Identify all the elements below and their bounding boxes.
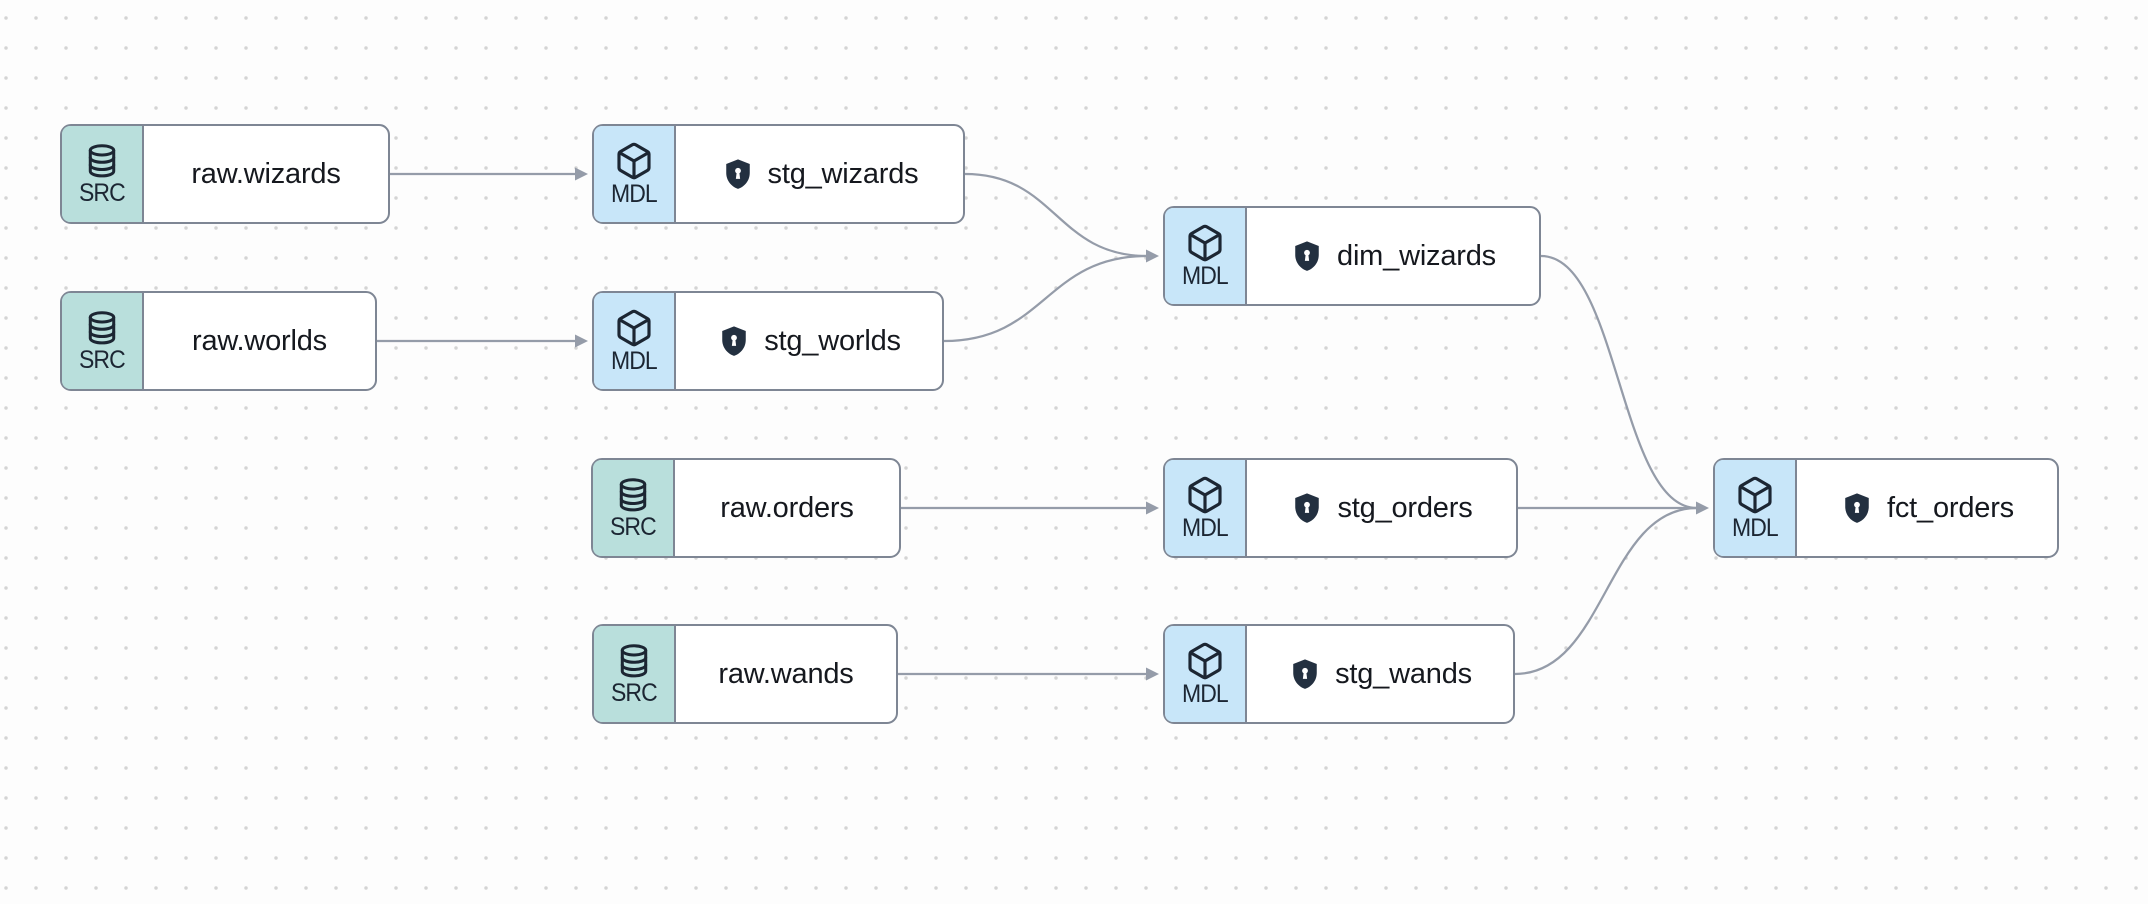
shield-lock-icon [1290, 239, 1324, 273]
node-type-label: SRC [79, 178, 126, 207]
cube-icon [1735, 475, 1775, 515]
edge-stg-worlds-to-dim-wizards [942, 254, 1149, 343]
edge-arrowhead [1146, 667, 1159, 681]
node-type-badge: SRC [593, 460, 675, 556]
node-type-label: MDL [611, 179, 658, 208]
edge-stg-wands-to-fct-orders [1513, 506, 1699, 676]
edge-arrowhead [575, 334, 588, 348]
node-type-label: SRC [610, 512, 657, 541]
node-type-badge: MDL [1715, 460, 1797, 556]
lineage-node-raw-wands[interactable]: SRC raw.wands [592, 624, 898, 724]
node-label: stg_orders [1337, 491, 1473, 524]
database-icon [83, 142, 121, 180]
node-type-label: MDL [1732, 513, 1779, 542]
node-label: fct_orders [1887, 491, 2014, 524]
edge-arrowhead [1696, 501, 1709, 515]
lineage-node-raw-wizards[interactable]: SRC raw.wizards [60, 124, 390, 224]
node-body: stg_wands [1247, 626, 1513, 722]
node-label: stg_worlds [764, 324, 901, 357]
node-body: raw.wands [676, 626, 896, 722]
node-type-badge: SRC [594, 626, 676, 722]
cube-icon [614, 308, 654, 348]
shield-lock-icon [1288, 657, 1322, 691]
cube-icon [1185, 223, 1225, 263]
node-label: dim_wizards [1337, 239, 1496, 272]
node-type-label: MDL [1182, 261, 1229, 290]
node-type-badge: MDL [1165, 208, 1247, 304]
lineage-node-stg-wizards[interactable]: MDL stg_wizards [592, 124, 965, 224]
node-type-badge: SRC [62, 293, 144, 389]
cube-icon [1185, 641, 1225, 681]
shield-lock-icon [1290, 491, 1324, 525]
node-body: fct_orders [1797, 460, 2057, 556]
node-type-label: MDL [611, 346, 658, 375]
shield-lock-icon [721, 157, 755, 191]
node-body: stg_orders [1247, 460, 1516, 556]
node-label: raw.wizards [191, 157, 341, 190]
node-type-label: MDL [1182, 513, 1229, 542]
node-body: raw.orders [675, 460, 899, 556]
node-type-badge: MDL [1165, 626, 1247, 722]
edge-stg-wizards-to-dim-wizards [963, 172, 1149, 258]
node-body: raw.worlds [144, 293, 375, 389]
node-label: raw.wands [718, 657, 854, 690]
node-type-badge: SRC [62, 126, 144, 222]
node-type-badge: MDL [594, 293, 676, 389]
node-type-badge: MDL [594, 126, 676, 222]
lineage-node-stg-worlds[interactable]: MDL stg_worlds [592, 291, 944, 391]
lineage-node-raw-worlds[interactable]: SRC raw.worlds [60, 291, 377, 391]
node-type-label: SRC [79, 345, 126, 374]
node-label: raw.orders [720, 491, 854, 524]
lineage-node-stg-wands[interactable]: MDL stg_wands [1163, 624, 1515, 724]
lineage-node-dim-wizards[interactable]: MDL dim_wizards [1163, 206, 1541, 306]
node-body: stg_wizards [676, 126, 963, 222]
lineage-node-fct-orders[interactable]: MDL fct_orders [1713, 458, 2059, 558]
node-body: raw.wizards [144, 126, 388, 222]
lineage-node-stg-orders[interactable]: MDL stg_orders [1163, 458, 1518, 558]
shield-lock-icon [717, 324, 751, 358]
lineage-node-raw-orders[interactable]: SRC raw.orders [591, 458, 901, 558]
node-type-label: SRC [611, 678, 658, 707]
node-body: dim_wizards [1247, 208, 1539, 304]
node-label: stg_wizards [767, 157, 919, 190]
node-type-badge: MDL [1165, 460, 1247, 556]
shield-lock-icon [1840, 491, 1874, 525]
node-type-label: MDL [1182, 679, 1229, 708]
database-icon [615, 642, 653, 680]
edge-arrowhead [575, 167, 588, 181]
edge-dim-wizards-to-fct-orders [1539, 254, 1699, 510]
edge-arrowhead [1146, 501, 1159, 515]
cube-icon [614, 141, 654, 181]
node-label: raw.worlds [192, 324, 327, 357]
cube-icon [1185, 475, 1225, 515]
edge-arrowhead [1146, 249, 1159, 263]
node-body: stg_worlds [676, 293, 942, 389]
database-icon [83, 309, 121, 347]
database-icon [614, 476, 652, 514]
node-label: stg_wands [1335, 657, 1472, 690]
